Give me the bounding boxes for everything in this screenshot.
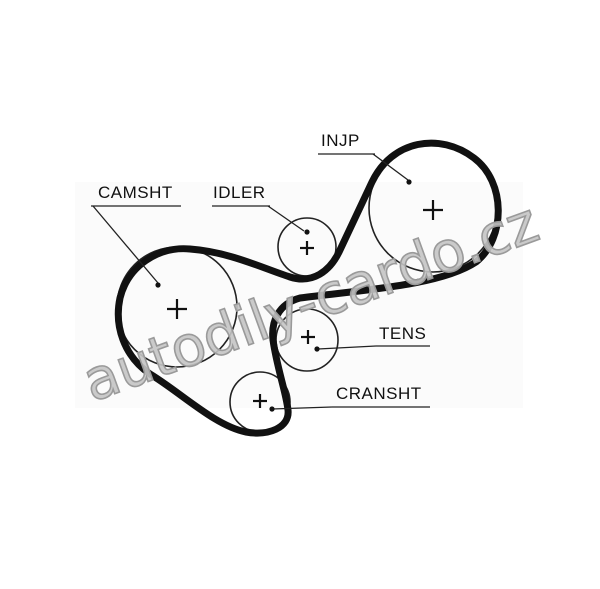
timing-belt	[114, 139, 502, 437]
idler-leader	[267, 205, 305, 232]
crankshaft-center-mark	[253, 394, 267, 408]
camsht-leader-dot	[155, 282, 161, 288]
tens-leader	[317, 345, 377, 350]
injp-leader-dot	[406, 179, 412, 185]
cransht-label: CRANSHT	[336, 384, 422, 403]
injection-pump-center-mark	[423, 200, 443, 220]
camshaft-center-mark	[167, 299, 187, 319]
idler-center-mark	[300, 241, 314, 255]
tens-leader-dot	[314, 346, 320, 352]
camsht-leader	[92, 205, 159, 284]
cransht-leader	[271, 406, 333, 410]
idler-label: IDLER	[213, 183, 266, 202]
camsht-label: CAMSHT	[98, 183, 173, 202]
tensioner-center-mark	[301, 330, 315, 344]
injp-label: INJP	[321, 131, 360, 150]
cransht-leader-dot	[269, 406, 275, 412]
injp-leader	[372, 153, 409, 181]
idler-leader-dot	[304, 229, 310, 235]
tens-label: TENS	[379, 324, 426, 343]
